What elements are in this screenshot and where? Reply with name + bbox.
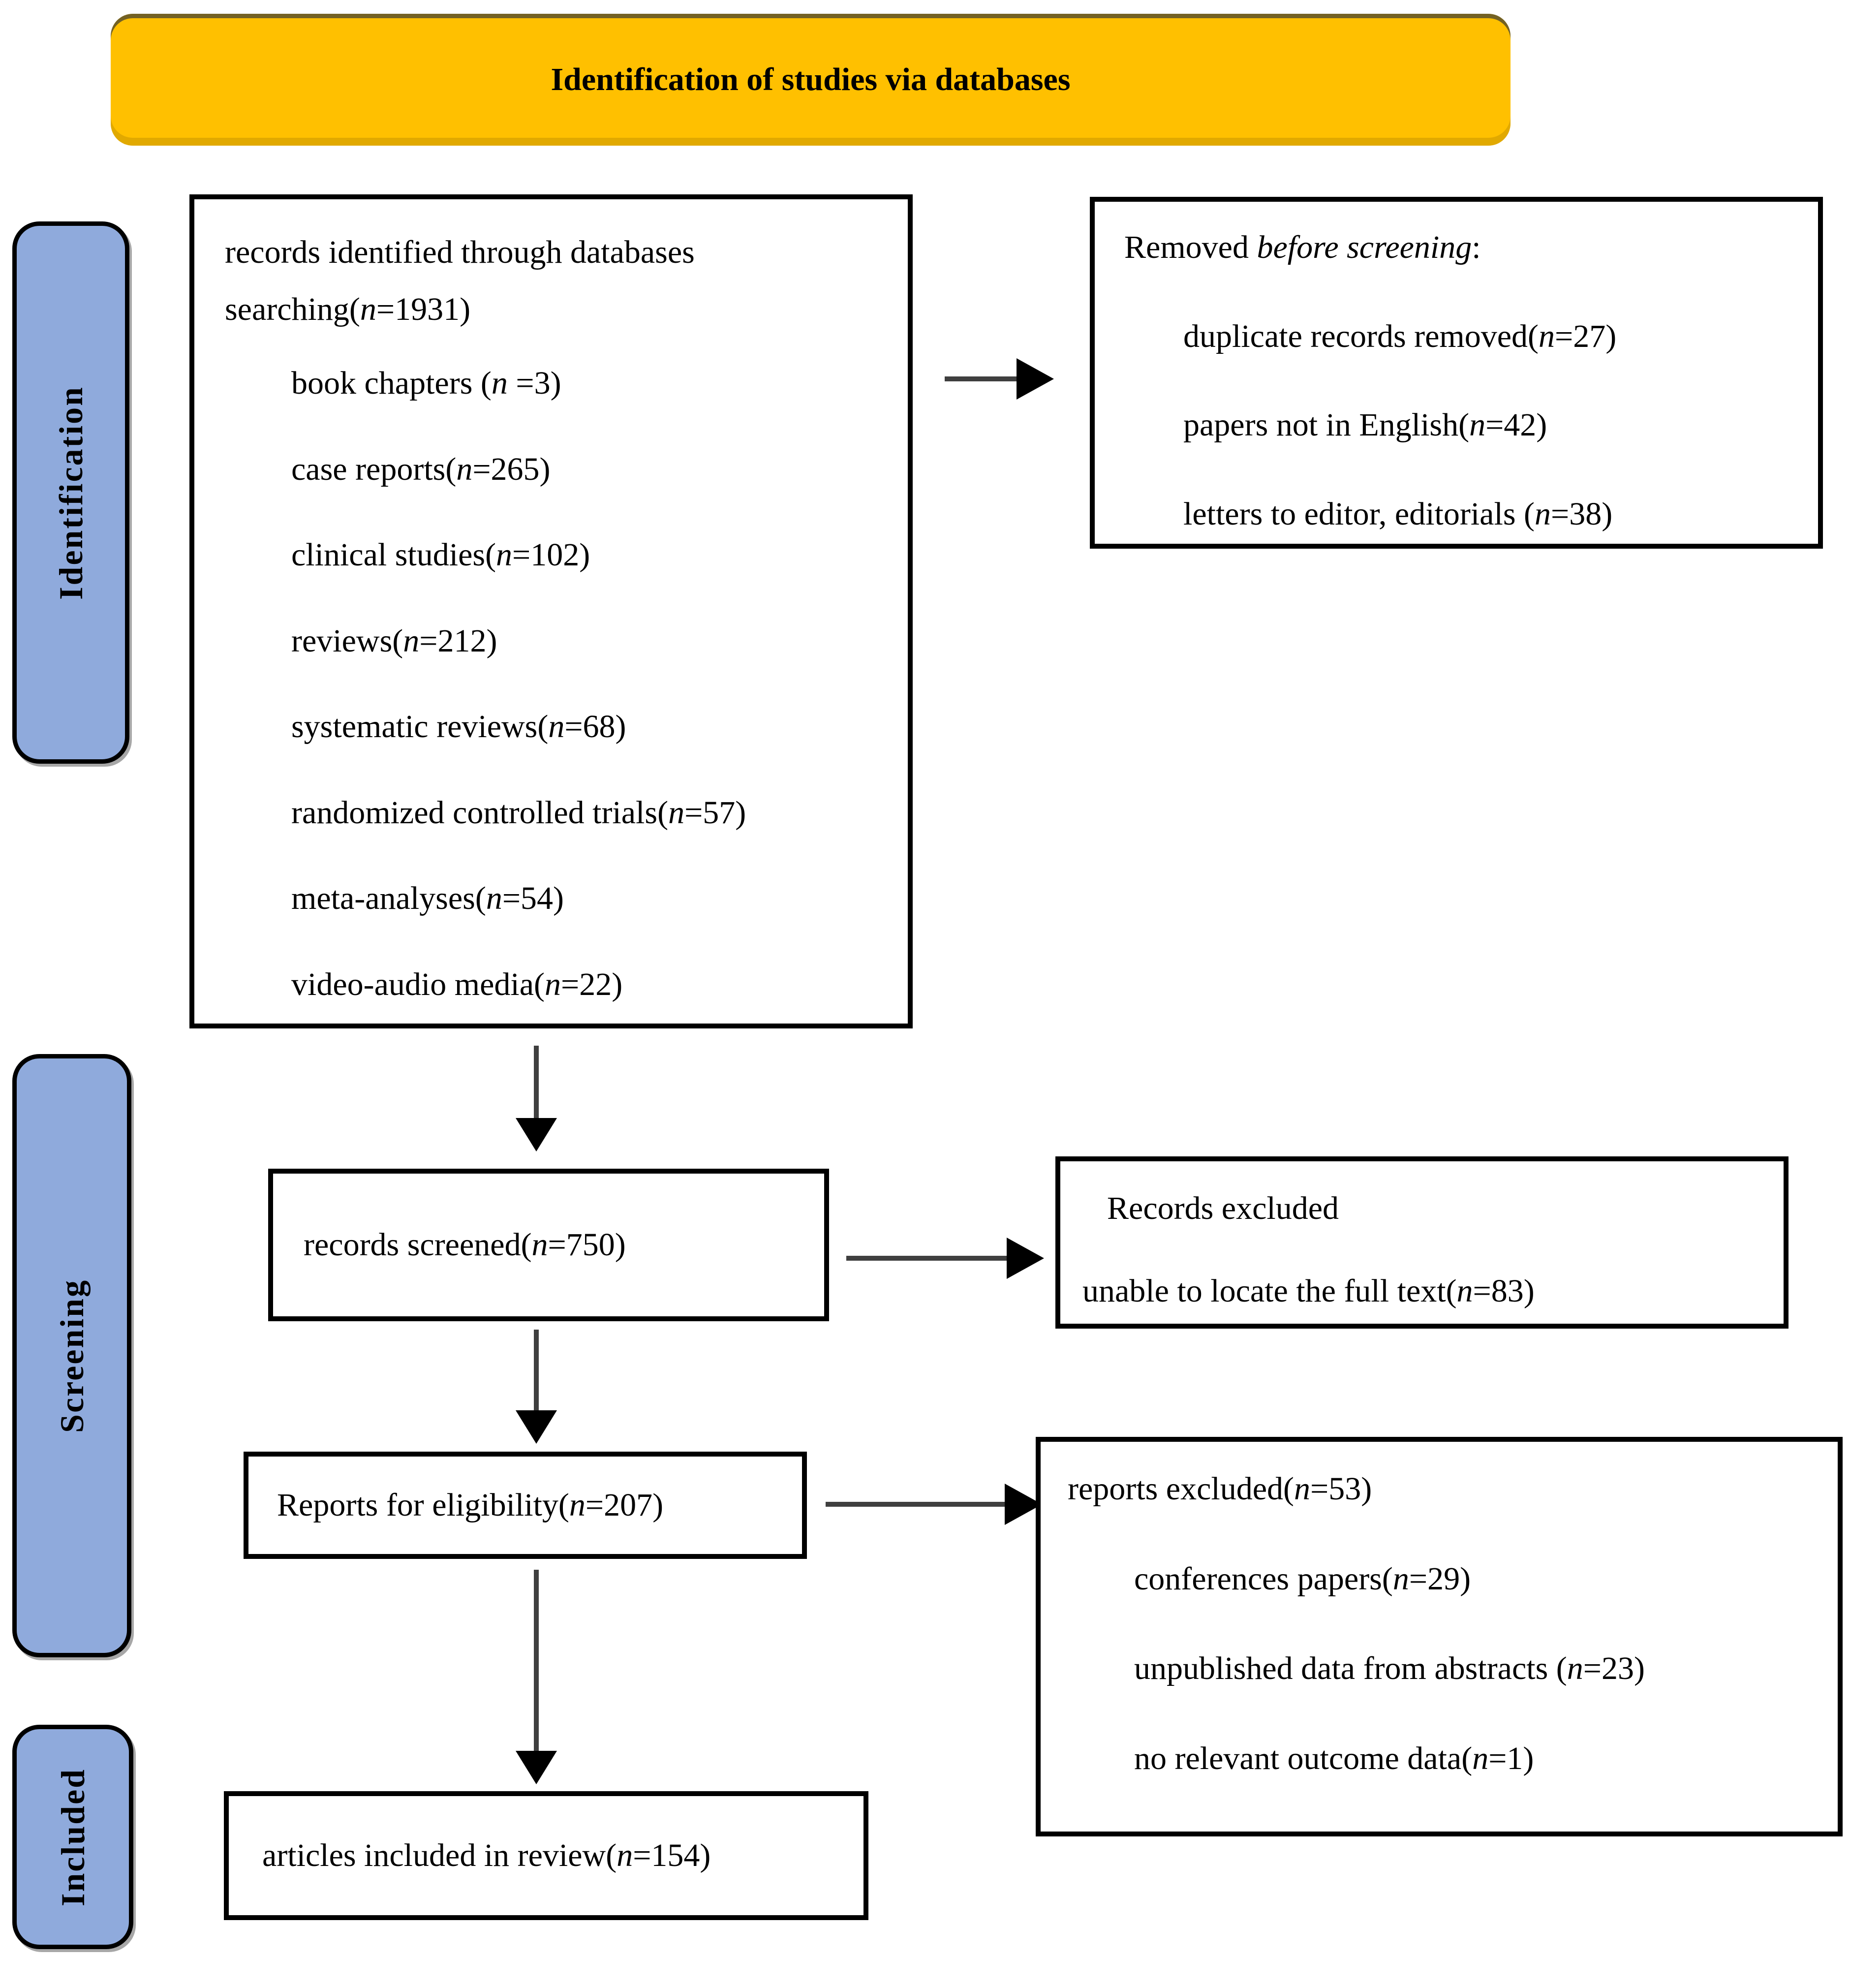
arrow-eligibility-to-included-line — [534, 1570, 539, 1753]
list-item: video-audio media(n=22) — [291, 966, 623, 1002]
stage-label-identification: Identification — [12, 221, 129, 764]
arrow-eligibility-to-reports-excluded-line — [826, 1502, 1007, 1507]
arrow-screened-to-excluded-line — [846, 1256, 1009, 1261]
arrow-identified-to-screened-head — [516, 1118, 557, 1151]
list-item: letters to editor, editorials (n=38) — [1183, 496, 1613, 532]
arrow-identified-to-removed-line — [945, 376, 1018, 381]
stage-label-included: Included — [12, 1725, 133, 1949]
box-articles-included: articles included in review(n=154) — [224, 1791, 868, 1920]
header-banner: Identification of studies via databases — [111, 14, 1511, 146]
reports-excluded-list: conferences papers(n=29) unpublished data… — [1068, 1559, 1823, 1779]
list-item: systematic reviews(n=68) — [291, 709, 626, 745]
stage-label-text: Included — [54, 1768, 92, 1906]
stage-label-text: Screening — [53, 1278, 91, 1433]
list-item: unpublished data from abstracts (n=23) — [1134, 1650, 1645, 1686]
box-reports-for-eligibility: Reports for eligibility(n=207) — [244, 1452, 807, 1559]
arrow-identified-to-screened-line — [534, 1046, 539, 1119]
box-records-screened: records screened(n=750) — [268, 1169, 829, 1321]
records-identified-list: book chapters (n =3) case reports(n=265) c… — [225, 363, 888, 1005]
list-item: case reports(n=265) — [291, 451, 551, 487]
removed-list: duplicate records removed(n=27) papers no… — [1124, 316, 1803, 535]
list-item: clinical studies(n=102) — [291, 537, 590, 573]
arrow-eligibility-to-included-head — [516, 1751, 557, 1784]
removed-title-suffix: : — [1472, 229, 1481, 265]
arrow-screened-to-eligibility-head — [516, 1410, 557, 1444]
arrow-screened-to-excluded-head — [1007, 1238, 1044, 1279]
list-item: papers not in English(n=42) — [1183, 407, 1547, 443]
arrow-identified-to-removed-head — [1017, 358, 1054, 400]
records-excluded-reason: unable to locate the full text(n=83) — [1082, 1273, 1535, 1309]
arrow-screened-to-eligibility-line — [534, 1330, 539, 1412]
stage-label-screening: Screening — [12, 1054, 131, 1657]
header-title: Identification of studies via databases — [551, 62, 1071, 97]
eligibility-label: Reports for eligibility(n=207) — [277, 1487, 664, 1523]
list-item: reviews(n=212) — [291, 622, 497, 659]
articles-included-label: articles included in review(n=154) — [262, 1837, 711, 1873]
list-item: no relevant outcome data(n=1) — [1134, 1740, 1534, 1776]
stage-label-text: Identification — [52, 385, 90, 600]
box-reports-excluded: reports excluded(n=53) conferences paper… — [1036, 1437, 1843, 1836]
records-excluded-title: Records excluded — [1107, 1190, 1339, 1226]
records-screened-label: records screened(n=750) — [304, 1226, 626, 1263]
reports-excluded-title: reports excluded(n=53) — [1068, 1471, 1372, 1507]
list-item: conferences papers(n=29) — [1134, 1560, 1471, 1597]
removed-title-italic: before screening — [1257, 229, 1472, 265]
list-item: book chapters (n =3) — [291, 365, 561, 401]
box-records-excluded: Records excluded unable to locate the fu… — [1055, 1156, 1788, 1329]
removed-title: Removed before screening: — [1124, 227, 1803, 268]
list-item: meta-analyses(n=54) — [291, 880, 564, 916]
records-identified-heading: records identified through databases sea… — [225, 234, 695, 327]
removed-title-prefix: Removed — [1124, 229, 1257, 265]
box-removed-before-screening: Removed before screening: duplicate reco… — [1090, 197, 1823, 549]
list-item: randomized controlled trials(n=57) — [291, 794, 746, 831]
box-records-identified: records identified through databases sea… — [189, 194, 913, 1028]
list-item: duplicate records removed(n=27) — [1183, 318, 1617, 354]
